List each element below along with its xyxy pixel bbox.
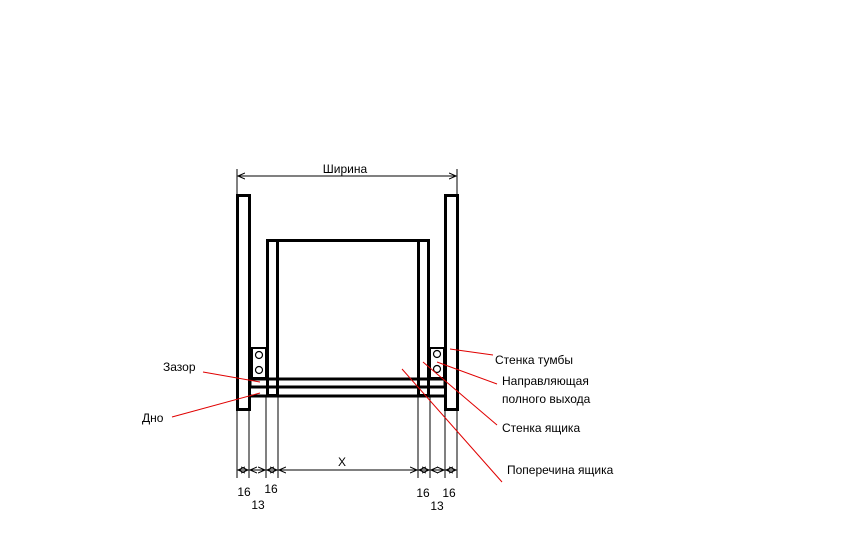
label-drawer-crossbar: Поперечина ящика bbox=[507, 463, 614, 477]
label-guide-line1: Направляющая bbox=[502, 374, 589, 388]
dim-right-13: 13 bbox=[430, 499, 444, 513]
leader-drawer-crossbar bbox=[401, 368, 503, 483]
dim-left-16b: 16 bbox=[264, 482, 278, 496]
guide-left bbox=[251, 347, 267, 379]
label-guide-line2: полного выхода bbox=[502, 392, 591, 406]
leader-gap bbox=[202, 371, 261, 383]
label-drawer-wall: Стенка ящика bbox=[502, 421, 580, 435]
drawer-wall-right bbox=[417, 239, 430, 397]
leader-cabinet-wall bbox=[449, 348, 494, 356]
leader-guide bbox=[436, 361, 498, 385]
label-gap: Зазор bbox=[163, 360, 196, 374]
cabinet-wall-right bbox=[444, 194, 459, 411]
dim-right-16b: 16 bbox=[442, 486, 456, 500]
leader-drawer-wall bbox=[422, 361, 498, 426]
dim-left-16a: 16 bbox=[237, 485, 251, 499]
leader-lines bbox=[171, 348, 503, 483]
drawer-wall-left bbox=[266, 239, 279, 397]
guide-left-hole-bottom bbox=[254, 365, 264, 375]
label-cabinet-wall: Стенка тумбы bbox=[495, 353, 573, 367]
dim-right-16a: 16 bbox=[416, 486, 430, 500]
guide-right-hole-bottom bbox=[432, 364, 442, 374]
drawer-crossbar bbox=[248, 377, 447, 389]
guide-left-hole-top bbox=[254, 350, 264, 360]
cabinet-wall-left bbox=[236, 194, 251, 411]
label-bottom: Дно bbox=[142, 411, 164, 425]
dim-left-13: 13 bbox=[251, 498, 265, 512]
bottom-extension-lines bbox=[236, 396, 458, 478]
guide-right bbox=[429, 347, 445, 379]
leader-bottom bbox=[171, 392, 261, 418]
width-label: Ширина bbox=[323, 162, 368, 176]
x-dim-label: X bbox=[338, 455, 346, 469]
guide-right-hole-top bbox=[432, 349, 442, 359]
